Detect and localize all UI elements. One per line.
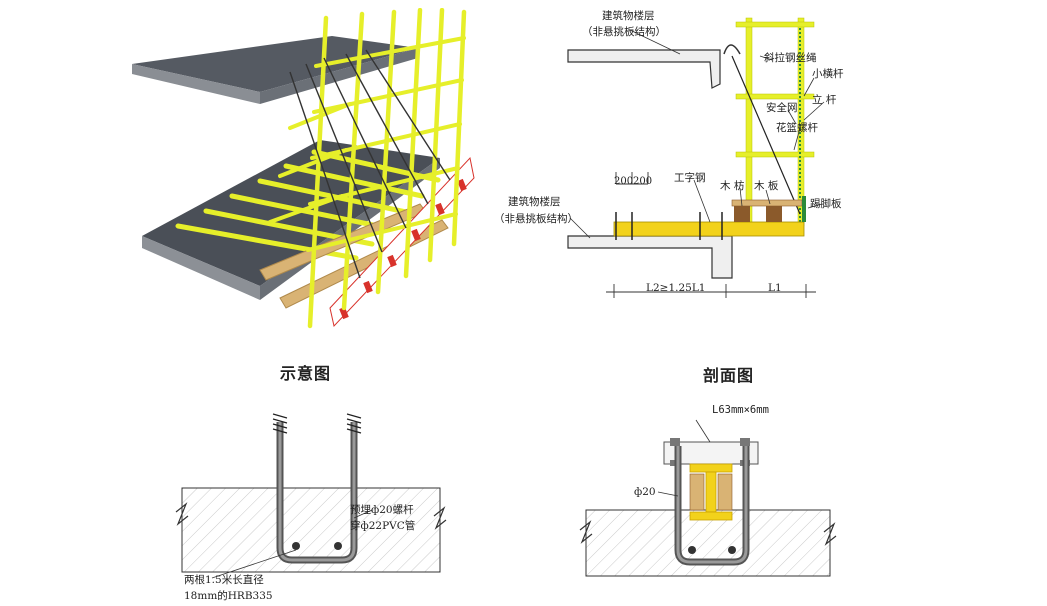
upper-anchor-loop xyxy=(723,44,741,55)
label-upper-floor-2: （非悬挑板结构） xyxy=(582,26,666,38)
upper-slab-top xyxy=(132,36,418,92)
label-dim-200a: 200 xyxy=(614,176,634,187)
leader-rod xyxy=(657,491,679,497)
section-timber xyxy=(766,206,782,222)
label-angle-steel: L63mm×6mm xyxy=(712,404,769,416)
section-drawing xyxy=(567,17,825,298)
label-rod: ф20 xyxy=(634,486,656,498)
rebar-section xyxy=(334,542,342,550)
label-rebar-note-2: 18mm的HRB335 xyxy=(184,590,273,602)
leader-angle xyxy=(695,419,711,443)
section-anchor-bolts xyxy=(615,212,723,240)
label-small-crossbar: 小横杆 xyxy=(812,68,844,80)
leader-bolt xyxy=(353,509,373,519)
wood-block xyxy=(689,473,705,511)
wood-block xyxy=(717,473,733,511)
rebar-section xyxy=(728,546,736,554)
anchor-detail-drawing xyxy=(175,413,447,579)
section-wire-rope xyxy=(731,55,801,215)
diagonal-wire-ropes xyxy=(289,49,451,279)
u-bolt-highlight xyxy=(278,422,356,562)
break-line-left xyxy=(175,502,189,526)
label-bolt-note-1: 预埋ф20螺杆 xyxy=(350,504,414,516)
label-toe-board: 踢脚板 xyxy=(810,198,842,210)
i-beam-section xyxy=(689,463,733,521)
bolt-threads xyxy=(272,413,362,434)
break-line-left xyxy=(579,520,593,544)
lower-floor-slab xyxy=(567,235,733,279)
scaffold-ledgers xyxy=(268,36,466,252)
upper-slab-front xyxy=(132,64,260,104)
label-bolt-note-2: 穿ф22PVC管 xyxy=(350,520,416,532)
break-line-right xyxy=(823,522,837,546)
label-plank: 木 板 xyxy=(754,180,779,192)
u-bolt-highlight xyxy=(676,446,748,564)
label-upper-floor-1: 建筑物楼层 xyxy=(602,10,655,22)
leader-rebar xyxy=(211,549,297,579)
upper-slab-side xyxy=(260,48,418,104)
label-rebar-note-1: 两根1.5米长直径 xyxy=(184,574,264,586)
label-turnbuckle: 花篮螺杆 xyxy=(776,122,818,134)
label-dim-l2: L2≥1.25L1 xyxy=(646,282,706,294)
label-dim-l1: L1 xyxy=(768,282,782,294)
label-safety-net: 安全网 xyxy=(766,102,798,114)
break-line-right xyxy=(433,506,447,530)
section-toe-board xyxy=(802,196,806,222)
label-i-beam: 工字钢 xyxy=(674,172,706,184)
label-dim-200b: 200 xyxy=(633,176,653,187)
lower-slab-front xyxy=(142,236,260,300)
upper-floor-slab xyxy=(567,49,721,89)
caption-schematic: 示意图 xyxy=(280,364,332,383)
section-dimension-line xyxy=(606,172,816,298)
caption-section: 剖面图 xyxy=(703,366,755,385)
rebar-section xyxy=(292,542,300,550)
label-lower-floor-2: （非悬挑板结构） xyxy=(494,213,578,225)
section-leader-lines xyxy=(569,29,825,239)
label-upright: 立 杆 xyxy=(812,94,837,106)
section-plank xyxy=(731,199,803,207)
label-lower-floor-1: 建筑物楼层 xyxy=(508,196,561,208)
label-wire-rope: 斜拉钢丝绳 xyxy=(764,52,817,64)
section-timber xyxy=(734,206,750,222)
label-timber: 木 枋 xyxy=(720,180,745,192)
schematic-3d-illustration xyxy=(132,8,475,329)
section-i-beam xyxy=(613,221,805,237)
angle-detail-drawing xyxy=(579,419,837,577)
rebar-section xyxy=(688,546,696,554)
